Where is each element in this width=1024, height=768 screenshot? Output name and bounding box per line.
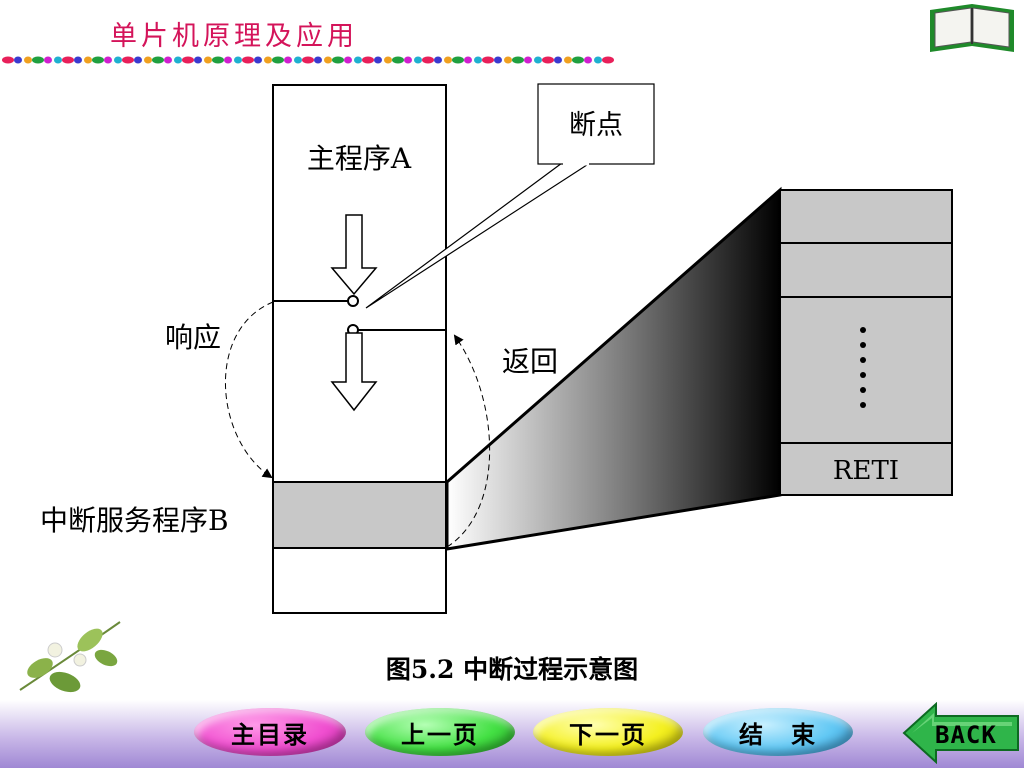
reti-label: RETI	[833, 456, 899, 486]
next-page-button[interactable]: 下一页	[533, 708, 683, 756]
back-arrow-icon[interactable]	[902, 702, 1020, 764]
return-arrow	[446, 334, 491, 548]
respond-label: 响应	[165, 321, 221, 354]
isr-detail-box	[779, 189, 953, 496]
flow-down-arrow	[330, 214, 378, 296]
return-label: 返回	[502, 345, 558, 378]
leaf-decoration-icon	[19, 621, 121, 693]
page-title: 单片机原理及应用	[110, 21, 358, 52]
main-menu-button[interactable]: 主目录	[194, 708, 346, 756]
zoom-funnel	[445, 186, 782, 551]
isr-label: 中断服务程序B	[40, 504, 229, 537]
end-button[interactable]: 结 束	[703, 708, 853, 756]
interrupt-process-diagram: 断点 主程序A 响应 返回 中断服务程序B RETI	[40, 83, 953, 614]
prev-page-button[interactable]: 上一页	[365, 708, 515, 756]
flow-down-arrow	[330, 332, 378, 412]
ellipsis-dots	[860, 327, 866, 408]
back-button-label[interactable]: BACK	[935, 721, 997, 749]
breakpoint-marker	[347, 295, 359, 307]
decorative-bead-line	[2, 56, 614, 64]
breakpoint-callout	[537, 83, 655, 165]
book-icon[interactable]	[926, 2, 1018, 56]
main-program-label: 主程序A	[307, 142, 412, 175]
figure-caption: 图5.2 中断过程示意图	[385, 655, 639, 684]
isr-block	[272, 481, 447, 549]
respond-arrow	[225, 301, 274, 479]
breakpoint-label: 断点	[569, 110, 623, 141]
